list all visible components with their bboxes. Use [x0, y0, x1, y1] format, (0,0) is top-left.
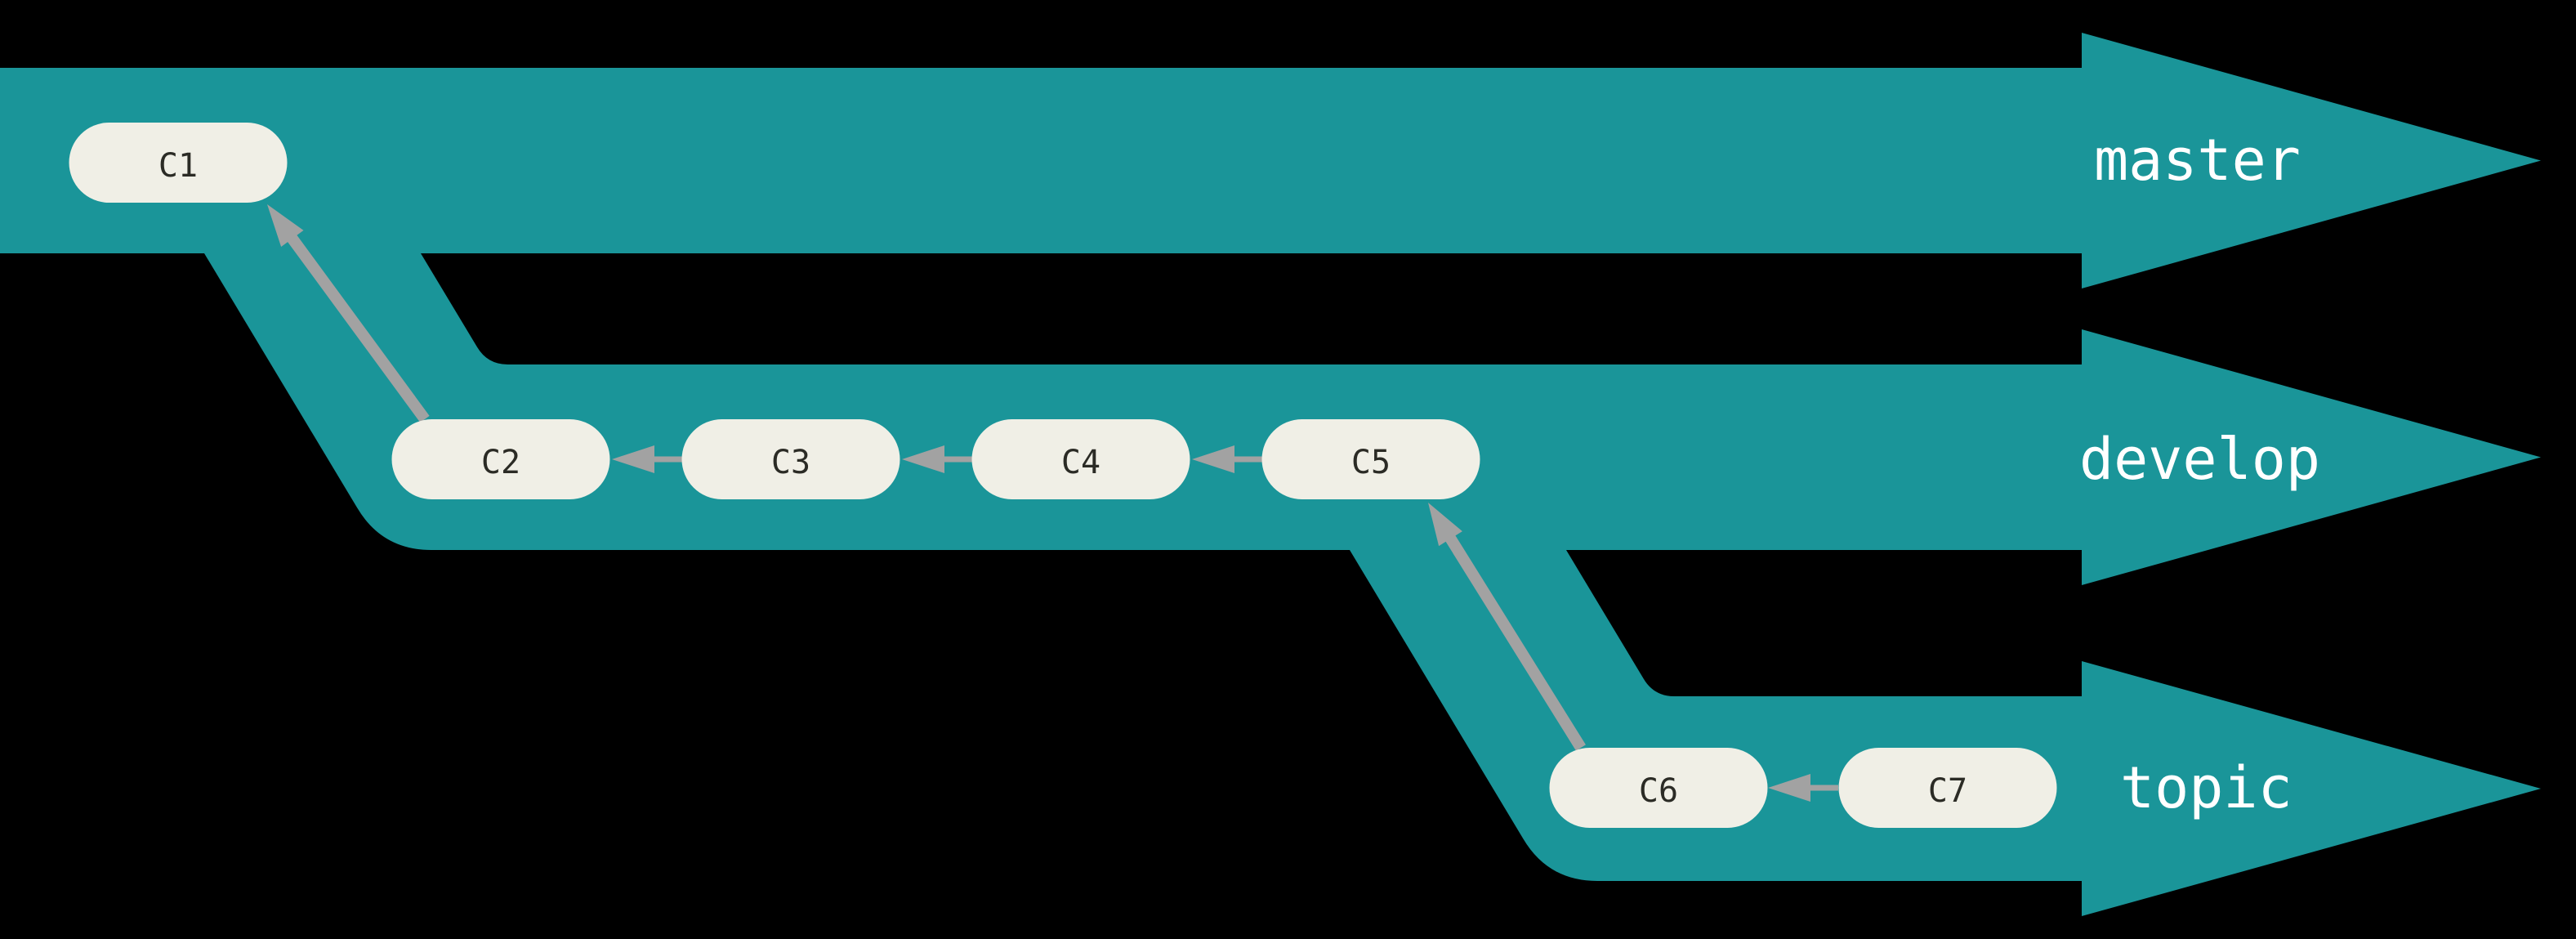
commit-c5: C5 [1261, 419, 1480, 499]
edge-C3-C2 [612, 445, 682, 473]
commit-label-c5: C5 [1351, 444, 1391, 481]
commit-c1: C1 [69, 123, 288, 203]
commit-label-c1: C1 [158, 147, 198, 185]
commit-label-c7: C7 [1928, 772, 1967, 810]
commit-c7: C7 [1838, 748, 2057, 828]
commit-node-c5 [1261, 419, 1480, 499]
commit-label-c4: C4 [1061, 444, 1100, 481]
edge-C2-C1 [267, 204, 430, 423]
edge-arrowhead-icon [1192, 445, 1234, 473]
branch-label-develop: develop [2079, 426, 2320, 493]
edge-arrowhead-icon [902, 445, 944, 473]
edge-C5-C4 [1192, 445, 1262, 473]
edge-arrowhead-icon [1428, 503, 1462, 547]
branch-label-master: master [2094, 127, 2301, 194]
edge-arrowhead-icon [612, 445, 654, 473]
edge-C4-C3 [902, 445, 972, 473]
commit-label-c2: C2 [481, 444, 520, 481]
commit-c3: C3 [681, 419, 900, 499]
branch-label-topic: topic [2120, 754, 2293, 821]
edge-C7-C6 [1768, 774, 1838, 802]
commit-c4: C4 [971, 419, 1190, 499]
edge-arrowhead-icon [1768, 774, 1810, 802]
commit-c2: C2 [391, 419, 610, 499]
commit-label-c3: C3 [771, 444, 810, 481]
commit-c6: C6 [1549, 748, 1768, 828]
commit-node-c7 [1838, 748, 2057, 828]
edge-shaft [1444, 532, 1586, 751]
commit-node-c1 [69, 123, 288, 203]
commit-node-c2 [391, 419, 610, 499]
edge-arrowhead-icon [267, 204, 304, 247]
edge-C6-C5 [1428, 503, 1586, 751]
commit-node-c4 [971, 419, 1190, 499]
commit-label-c6: C6 [1639, 772, 1678, 810]
branch-band-master [0, 33, 2541, 288]
branch-band-topic [1350, 550, 2541, 916]
commit-node-c6 [1549, 748, 1768, 828]
edge-shaft [285, 232, 430, 423]
commit-node-c3 [681, 419, 900, 499]
